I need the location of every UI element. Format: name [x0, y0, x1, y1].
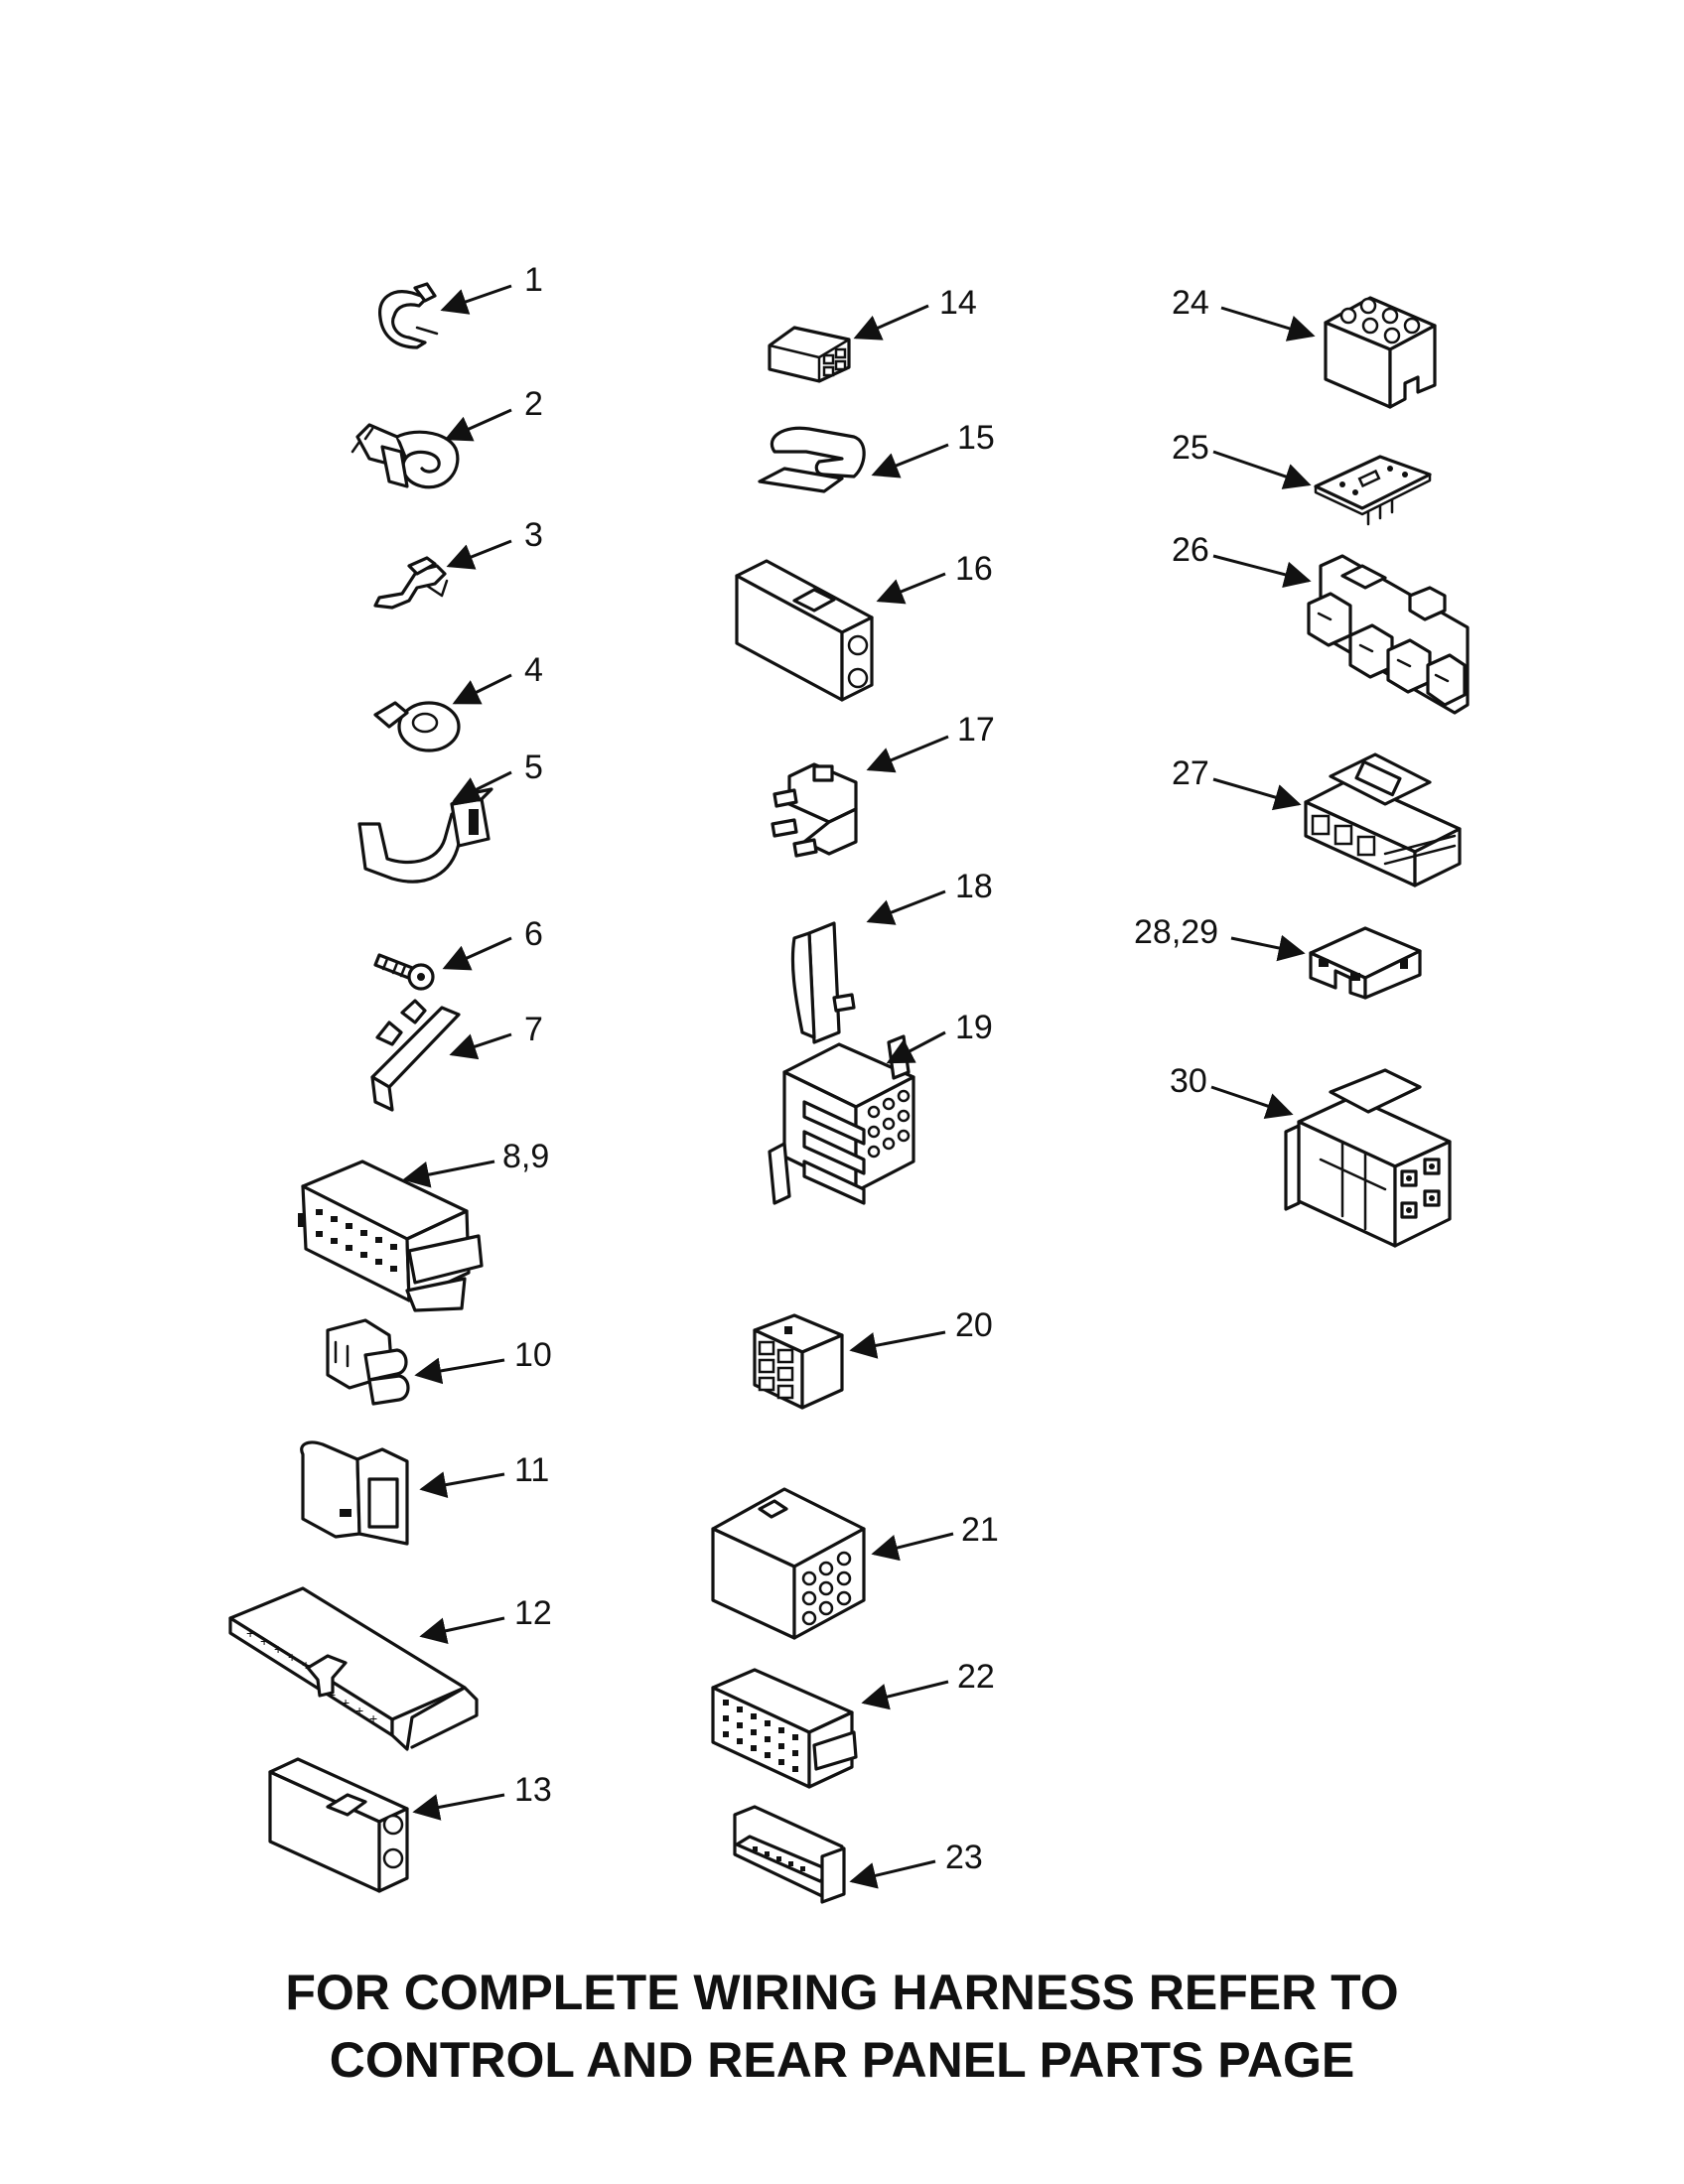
svg-text:+: + — [369, 1710, 377, 1726]
part-3-wire-clip — [373, 556, 449, 610]
callout-24: 24 — [1172, 284, 1209, 322]
part-13-housing — [268, 1757, 409, 1893]
leader-30 — [1210, 1085, 1294, 1120]
callout-25: 25 — [1172, 429, 1209, 467]
leader-8-9 — [402, 1160, 495, 1188]
part-5-cable-clamp — [357, 787, 493, 884]
callout-17: 17 — [957, 711, 995, 749]
svg-text:+: + — [274, 1641, 282, 1657]
part-11-housing — [300, 1440, 409, 1546]
part-10-connector — [326, 1318, 410, 1406]
callout-18: 18 — [955, 868, 993, 905]
callout-13: 13 — [514, 1771, 552, 1809]
svg-text:+: + — [260, 1633, 268, 1649]
callout-11: 11 — [514, 1451, 549, 1489]
callout-10: 10 — [514, 1336, 552, 1374]
part-8-9-connector — [298, 1160, 484, 1312]
part-25-board — [1314, 455, 1432, 526]
callout-1: 1 — [524, 261, 543, 299]
callout-20: 20 — [955, 1306, 993, 1344]
leader-22 — [861, 1680, 949, 1710]
part-2-clamp — [351, 423, 460, 489]
svg-text:+: + — [246, 1625, 254, 1641]
part-16-housing — [735, 559, 874, 702]
callout-22: 22 — [957, 1658, 995, 1696]
leader-18 — [866, 889, 946, 925]
leader-21 — [871, 1532, 954, 1562]
callout-3: 3 — [524, 516, 543, 554]
leader-1 — [440, 284, 512, 315]
leader-2 — [444, 408, 512, 442]
callout-15: 15 — [957, 419, 995, 457]
part-17-connector — [771, 762, 858, 858]
callout-5: 5 — [524, 749, 543, 786]
callout-21: 21 — [961, 1511, 999, 1549]
leader-16 — [876, 572, 946, 605]
footer-line-2: CONTROL AND REAR PANEL PARTS PAGE — [329, 2032, 1355, 2088]
part-19-connector — [768, 1034, 915, 1205]
part-22-connector — [711, 1668, 858, 1789]
part-14-connector — [768, 326, 851, 383]
callout-14: 14 — [939, 284, 977, 322]
callout-8-9: 8,9 — [502, 1138, 549, 1175]
leader-7 — [449, 1032, 512, 1060]
svg-text:+: + — [302, 1657, 310, 1673]
callout-2: 2 — [524, 385, 543, 423]
leader-20 — [849, 1330, 946, 1359]
svg-text:+: + — [355, 1703, 363, 1718]
part-18-clip — [790, 921, 856, 1044]
svg-text:+: + — [328, 1687, 336, 1703]
leader-3 — [446, 539, 512, 570]
callout-4: 4 — [524, 651, 543, 689]
part-20-connector — [753, 1313, 844, 1410]
leader-14 — [853, 304, 929, 341]
callout-12: 12 — [514, 1594, 552, 1632]
footer-line-1: FOR COMPLETE WIRING HARNESS REFER TO — [285, 1965, 1399, 2020]
part-7-retainer-strip — [370, 999, 461, 1112]
leader-26 — [1212, 554, 1312, 588]
part-21-connector — [711, 1487, 866, 1640]
svg-text:+: + — [288, 1649, 296, 1665]
part-28-29-bracket — [1309, 926, 1422, 1000]
leader-11 — [419, 1471, 505, 1498]
leader-23 — [849, 1859, 936, 1889]
callout-16: 16 — [955, 550, 993, 588]
leader-13 — [412, 1793, 505, 1821]
leader-25 — [1212, 450, 1312, 489]
part-27-connector — [1304, 752, 1462, 887]
part-15-sleeve — [758, 426, 866, 493]
callout-26: 26 — [1172, 531, 1209, 569]
part-6-screw — [373, 953, 435, 991]
callout-27: 27 — [1172, 754, 1209, 792]
callout-30: 30 — [1170, 1062, 1207, 1100]
leader-10 — [414, 1357, 505, 1385]
part-1-clip — [378, 282, 439, 349]
part-12-terminal-strip: + + + + + + + + + — [228, 1586, 479, 1751]
leader-27 — [1212, 777, 1302, 811]
part-30-connector — [1284, 1068, 1452, 1248]
leader-12 — [419, 1616, 505, 1645]
part-4-grommet — [373, 701, 461, 752]
callout-6: 6 — [524, 915, 543, 953]
callout-23: 23 — [945, 1839, 983, 1876]
svg-text:+: + — [342, 1695, 350, 1710]
callout-19: 19 — [955, 1009, 993, 1046]
leader-19 — [886, 1030, 946, 1064]
leader-5 — [452, 770, 512, 802]
part-23-d-connector — [733, 1805, 846, 1904]
leader-4 — [452, 673, 512, 705]
part-26-terminal-block — [1307, 554, 1470, 715]
leader-28-29 — [1230, 934, 1306, 962]
leader-24 — [1220, 306, 1316, 341]
part-24-block — [1324, 296, 1437, 409]
leader-6 — [442, 936, 512, 971]
leader-15 — [871, 443, 949, 478]
callout-28-29: 28,29 — [1134, 913, 1218, 951]
leader-17 — [866, 735, 949, 773]
callout-7: 7 — [524, 1011, 543, 1048]
